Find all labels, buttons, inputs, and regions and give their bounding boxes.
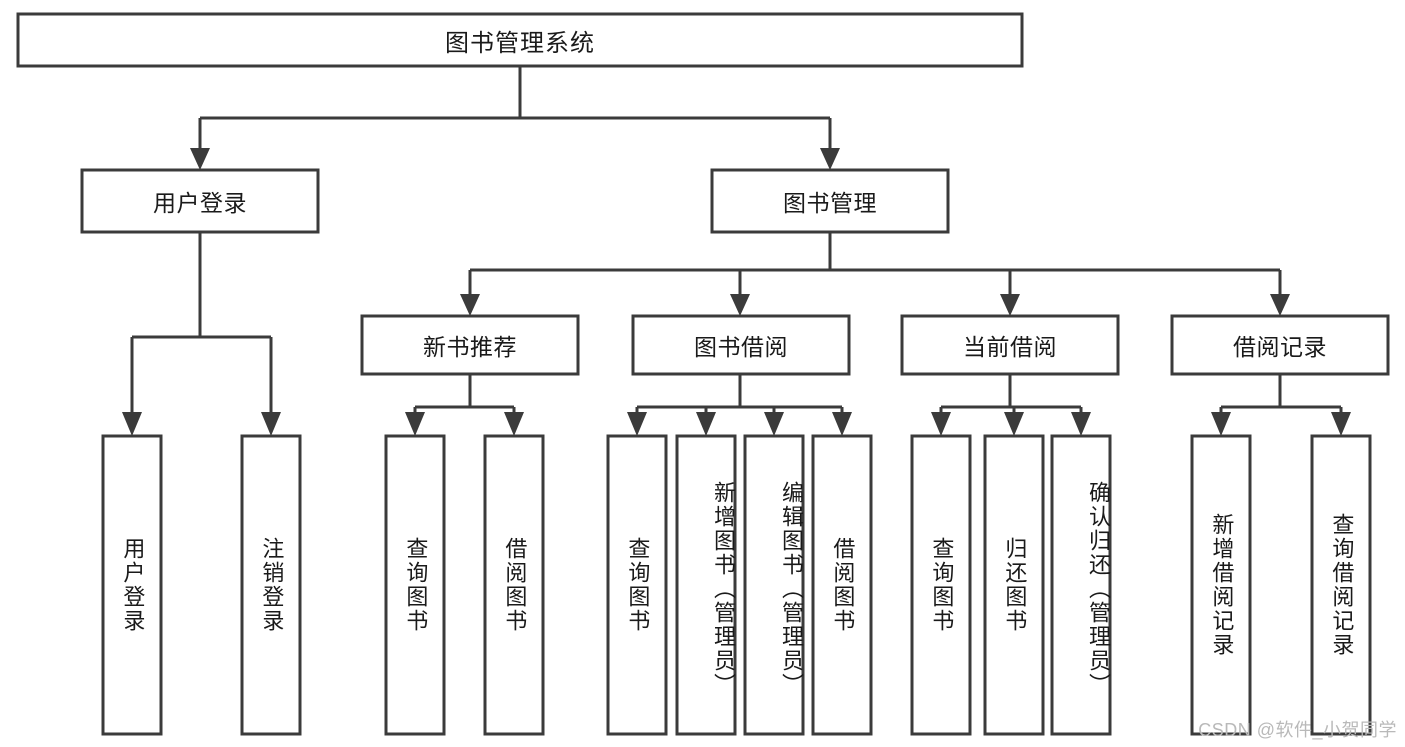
arrow-head-leaf-user-login bbox=[122, 412, 142, 436]
arrow-head-leaf-query-book-2 bbox=[627, 412, 647, 436]
node-box-leaf-query-book-1[interactable] bbox=[384, 434, 446, 736]
arrow-head-new-book-recommend bbox=[460, 294, 480, 316]
connector-book-borrow-bus bbox=[635, 374, 844, 414]
node-box-borrow-record[interactable] bbox=[1170, 314, 1390, 376]
node-box-leaf-query-borrow-record[interactable] bbox=[1310, 434, 1372, 736]
node-box-leaf-logout[interactable] bbox=[240, 434, 302, 736]
node-box-leaf-edit-book[interactable] bbox=[743, 434, 805, 736]
arrow-head-leaf-add-borrow-record bbox=[1211, 412, 1231, 436]
connector-borrow-record-bus bbox=[1219, 374, 1343, 414]
node-box-leaf-confirm-return[interactable] bbox=[1050, 434, 1112, 736]
connector-book-management-bus bbox=[468, 232, 1282, 294]
arrow-head-leaf-query-borrow-record bbox=[1331, 412, 1351, 436]
node-box-leaf-query-book-3[interactable] bbox=[910, 434, 972, 736]
connector-root-bus bbox=[198, 66, 832, 148]
arrow-head-borrow-record bbox=[1270, 294, 1290, 316]
connector-new-book-recommend-bus bbox=[413, 374, 516, 414]
node-box-new-book-recommend[interactable] bbox=[360, 314, 580, 376]
arrow-head-leaf-return-book bbox=[1004, 412, 1024, 436]
node-box-leaf-query-book-2[interactable] bbox=[606, 434, 668, 736]
watermark-text: CSDN @软件_小贺同学 bbox=[1198, 720, 1397, 740]
node-box-user-login[interactable] bbox=[80, 168, 320, 234]
arrow-head-book-management bbox=[820, 148, 840, 170]
arrow-head-leaf-logout bbox=[261, 412, 281, 436]
node-box-leaf-borrow-book-2[interactable] bbox=[811, 434, 873, 736]
arrow-head-leaf-borrow-book-2 bbox=[832, 412, 852, 436]
arrow-head-user-login bbox=[190, 148, 210, 170]
node-box-leaf-add-borrow-record[interactable] bbox=[1190, 434, 1252, 736]
connector-current-borrow-bus bbox=[939, 374, 1083, 414]
arrow-head-leaf-query-book-3 bbox=[931, 412, 951, 436]
node-box-leaf-user-login[interactable] bbox=[101, 434, 163, 736]
arrow-head-current-borrow bbox=[1000, 294, 1020, 316]
arrow-head-leaf-confirm-return bbox=[1071, 412, 1091, 436]
node-box-current-borrow[interactable] bbox=[900, 314, 1120, 376]
node-box-leaf-return-book[interactable] bbox=[983, 434, 1045, 736]
node-box-book-borrow[interactable] bbox=[631, 314, 851, 376]
arrow-head-book-borrow bbox=[730, 294, 750, 316]
node-box-book-management[interactable] bbox=[710, 168, 950, 234]
arrow-head-leaf-borrow-book-1 bbox=[504, 412, 524, 436]
node-box-root[interactable] bbox=[16, 12, 1024, 68]
connector-user-login-bus bbox=[130, 232, 273, 414]
arrow-head-leaf-query-book-1 bbox=[405, 412, 425, 436]
node-box-leaf-borrow-book-1[interactable] bbox=[483, 434, 545, 736]
arrow-head-leaf-add-book bbox=[696, 412, 716, 436]
node-box-leaf-add-book[interactable] bbox=[675, 434, 737, 736]
arrow-head-leaf-edit-book bbox=[764, 412, 784, 436]
